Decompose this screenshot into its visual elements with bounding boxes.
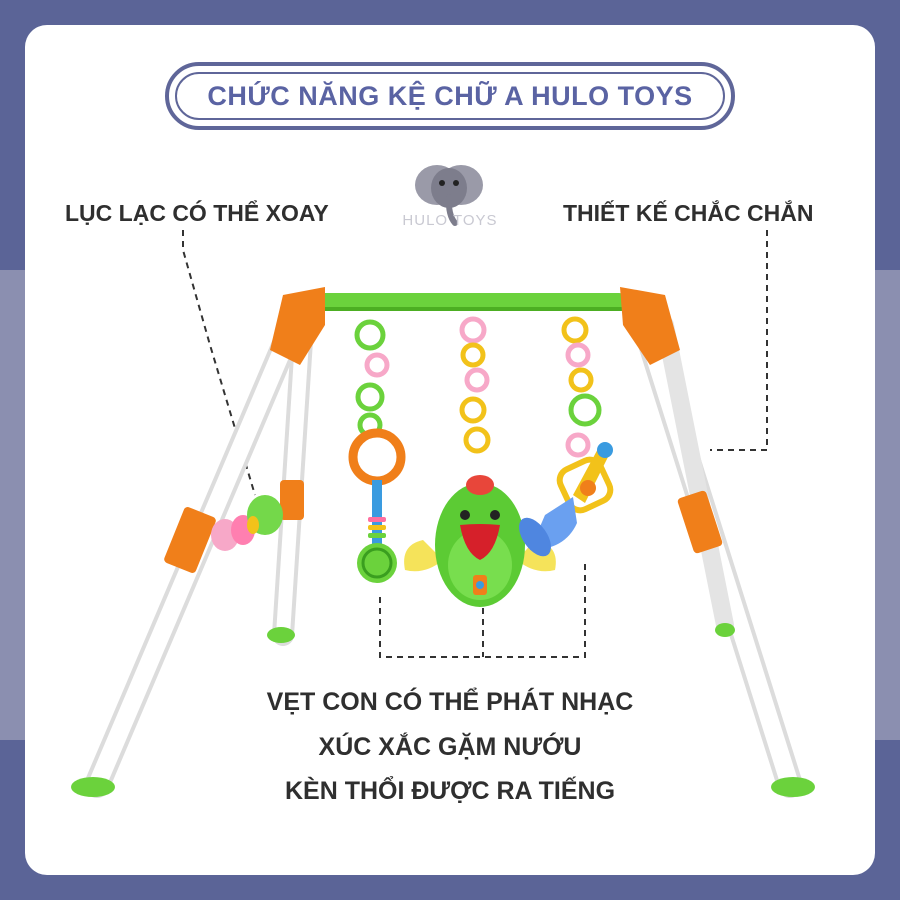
right-corner-joint — [620, 287, 680, 365]
right-chain — [561, 316, 602, 458]
right-back-leg — [656, 316, 734, 634]
title-banner: CHỨC NĂNG KỆ CHỮ A HULO TOYS — [165, 62, 735, 130]
sturdy-callout-label: THIẾT KẾ CHẮC CHẮN — [563, 200, 814, 226]
title-banner-inner: CHỨC NĂNG KỆ CHỮ A HULO TOYS — [175, 72, 725, 120]
sturdy-callout-line — [710, 230, 768, 451]
content-card: CHỨC NĂNG KỆ CHỮ A HULO TOYS HULO TOYS — [25, 25, 875, 875]
elephant-icon — [415, 165, 483, 226]
baby-play-gym-illustration: HULO TOYS — [71, 165, 815, 798]
feature-line-trumpet: KÈN THỔI ĐƯỢC RA TIẾNG — [284, 777, 616, 805]
rattle-callout-line — [182, 230, 256, 496]
center-chain — [459, 316, 491, 454]
spinning-rattle — [211, 495, 283, 551]
right-front-foot — [771, 777, 815, 797]
left-back-sleeve — [280, 480, 304, 520]
page-title: CHỨC NĂNG KỆ CHỮ A HULO TOYS — [207, 80, 693, 111]
feature-line-parrot: VẸT CON CÓ THỂ PHÁT NHẠC — [266, 688, 634, 716]
left-front-foot — [71, 777, 115, 797]
teething-rattle — [348, 428, 406, 583]
right-back-foot — [715, 623, 735, 637]
left-chain — [354, 319, 390, 438]
right-leg-sleeve — [677, 490, 723, 554]
left-corner-joint — [270, 287, 325, 365]
features-callout-line — [379, 560, 586, 658]
feature-line-rattle: XÚC XẮC GẶM NƯỚU — [318, 733, 582, 761]
logo-text: HULO TOYS — [402, 212, 497, 229]
left-leg-sleeve — [164, 507, 216, 573]
left-back-foot — [267, 627, 295, 643]
toy-trumpet — [519, 442, 614, 557]
rattle-callout-label: LỤC LẠC CÓ THỂ XOAY — [65, 200, 329, 226]
top-bar — [315, 293, 625, 311]
